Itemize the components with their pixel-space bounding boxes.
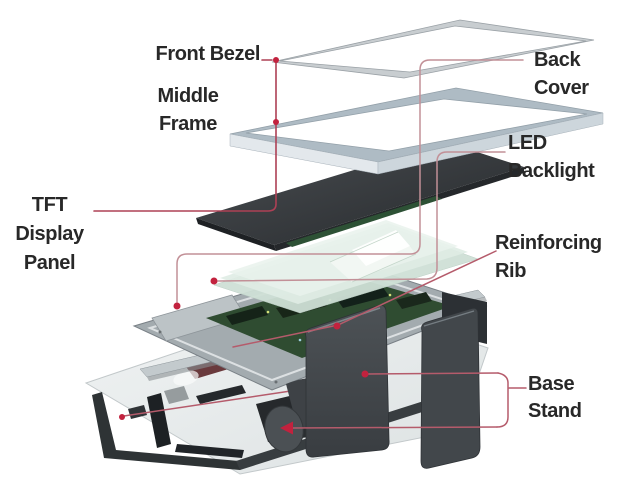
label-middle-frame: Middle Frame <box>157 85 219 135</box>
middle-frame-graphic <box>229 87 604 175</box>
label-base-stand: Base Stand <box>528 373 582 422</box>
label-back-cover: Back Cover <box>534 49 589 99</box>
led-backlight-films-graphic <box>213 220 479 314</box>
label-tft-display-panel: TFT Display Panel <box>15 194 84 274</box>
label-led-backlight: LED Backlight <box>508 132 595 182</box>
front-bezel-graphic <box>271 19 595 79</box>
tft-panel-graphic <box>196 142 524 251</box>
chassis-pcb-graphic <box>132 261 488 391</box>
marker-dots <box>119 57 369 435</box>
label-reinforcing-rib: Reinforcing Rib <box>495 232 602 282</box>
base-stand-graphic <box>256 292 487 469</box>
base-stand-leader-hidden-segment <box>123 388 305 417</box>
label-front-bezel: Front Bezel <box>155 43 261 65</box>
